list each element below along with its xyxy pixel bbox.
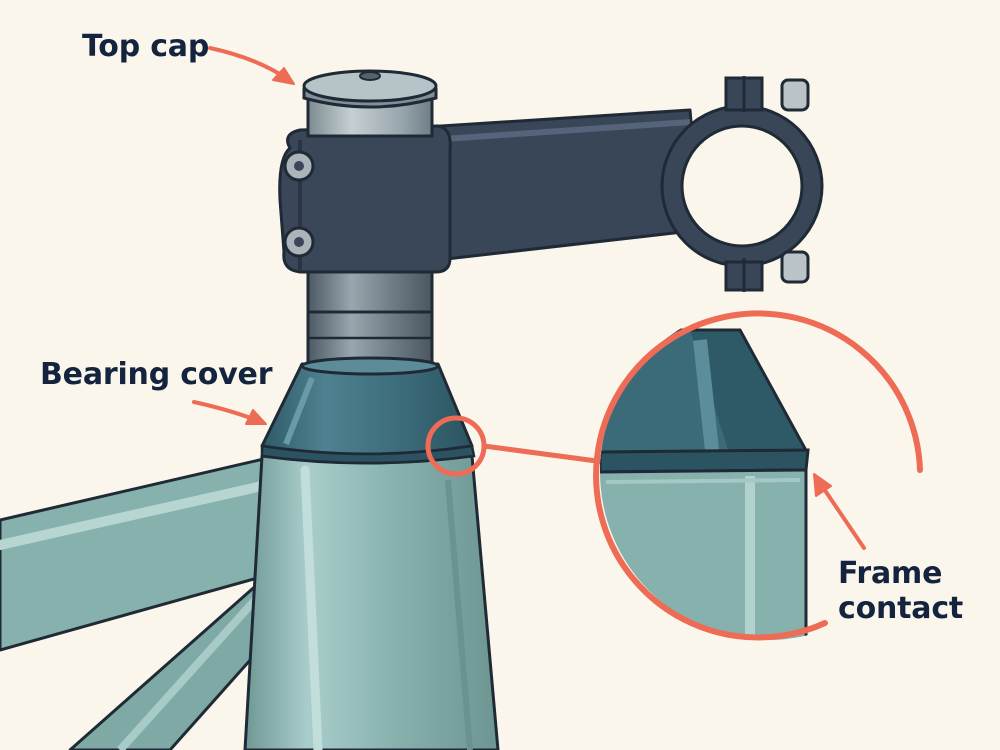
pinch-bolts — [283, 150, 315, 258]
top-cap-arrow — [208, 46, 288, 80]
frame-contact-label-line-2: contact — [838, 591, 964, 626]
bearing-cover-label: Bearing cover — [40, 357, 273, 392]
frame-contact-arrow — [820, 484, 866, 550]
bearing-cover-arrow — [192, 400, 258, 422]
frame-contact-label: Frame contact — [838, 556, 963, 626]
bearing-cover — [260, 356, 476, 465]
frame-contact-callout — [425, 415, 607, 477]
frame — [0, 454, 500, 750]
leader-arrows — [192, 46, 866, 550]
zoom-inset — [593, 304, 936, 641]
top-cap — [302, 69, 438, 138]
steerer-spacers — [306, 260, 434, 374]
top-cap-label: Top cap — [82, 29, 210, 64]
stem — [278, 76, 824, 292]
frame-contact-label-line-1: Frame — [838, 556, 943, 591]
